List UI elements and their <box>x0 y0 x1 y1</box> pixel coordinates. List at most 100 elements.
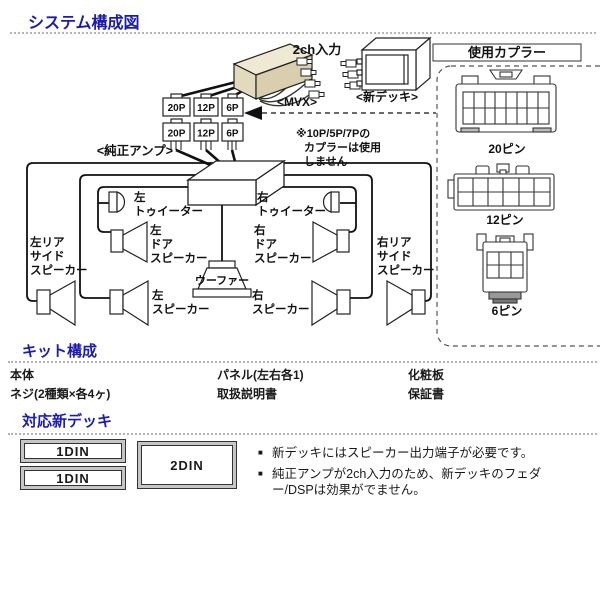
coupler-panel-title: 使用カプラー <box>467 45 546 60</box>
right-tweeter-label-1: 右 <box>256 190 269 204</box>
left-rear-side-label-3: スピーカー <box>30 264 88 277</box>
connector-label-12p-row2: 12P <box>197 129 215 140</box>
speaker-icons <box>36 191 426 327</box>
right-rear-side-speaker-icon <box>386 279 426 327</box>
deck-note-text: 新デッキにはスピーカー出力端子が必要です。 <box>272 446 534 460</box>
kit-item: 化粧板 <box>408 368 445 382</box>
woofer-icon <box>192 260 252 298</box>
diagram-labels: 2ch入力 <MVX> <新デッキ> <純正アンプ> ※10P/5P/7Pの カ… <box>29 42 435 316</box>
oem-amp-label: <純正アンプ> <box>97 143 173 158</box>
bullet-square-icon: ■ <box>258 469 263 478</box>
wire-left-speaker <box>79 174 230 299</box>
note-line2: カプラーは使用 <box>304 140 381 154</box>
coupler-pointer-arrow <box>244 106 436 120</box>
deck-note-text: 純正アンプが2ch入力のため、新デッキのフェダー/DSPは効果がでません。 <box>272 467 542 497</box>
coupler-panel-border <box>436 65 600 347</box>
kit-item: 保証書 <box>408 387 445 401</box>
deck-note-2: ■ 純正アンプが2ch入力のため、新デッキのフェダー/DSPは効果がでません。 <box>258 466 568 498</box>
connector-row2 <box>162 118 244 142</box>
left-door-label-3: スピーカー <box>150 252 208 265</box>
right-tweeter-icon <box>322 191 340 213</box>
rca-plugs-mvx <box>296 57 325 99</box>
left-rear-side-speaker-icon <box>36 279 76 327</box>
wire-left-front <box>97 186 230 233</box>
coupler-panel: 使用カプラー 20ピン 12ピン 6ピン <box>432 43 600 347</box>
right-door-label-2: ドア <box>254 238 277 251</box>
kit-item: 本体 <box>10 368 35 382</box>
left-tweeter-label-2: トゥイーター <box>134 204 203 218</box>
coupler-12pin-label: 12ピン <box>486 213 523 227</box>
note-line1: ※10P/5P/7Pの <box>296 127 370 140</box>
connector-label-12p-row1: 12P <box>197 103 215 114</box>
right-rear-side-label-2: サイド <box>377 250 412 263</box>
right-speaker-icon <box>311 279 351 327</box>
coupler-panel-title-box <box>432 43 582 62</box>
coupler-20pin-label: 20ピン <box>488 142 525 156</box>
oem-amp-unit <box>185 159 287 207</box>
coupler-6pin-drawing <box>476 233 534 304</box>
note-line3: しません <box>304 155 348 168</box>
din-label: 1DIN <box>24 470 122 486</box>
kit-title: キット構成 <box>22 343 98 360</box>
left-door-label-2: ドア <box>150 238 173 251</box>
deck-note-1: ■ 新デッキにはスピーカー出力端子が必要です。 <box>258 445 568 461</box>
right-speaker-label-2: スピーカー <box>252 303 310 316</box>
dotted-divider-system <box>10 32 596 34</box>
connector-row1 <box>162 93 244 117</box>
connector-label-20p-row1: 20P <box>168 103 186 114</box>
din-box-1din-bottom: 1DIN <box>20 466 126 490</box>
left-door-label-1: 左 <box>149 223 162 237</box>
bullet-square-icon: ■ <box>258 448 263 457</box>
din-label: 2DIN <box>141 445 233 485</box>
din-box-2din: 2DIN <box>137 441 237 489</box>
coupler-6pin-label: 6ピン <box>492 304 523 318</box>
mvx-unit <box>232 43 314 100</box>
speaker-wires <box>26 162 432 302</box>
connector-label-6p-row2: 6P <box>226 129 239 140</box>
system-diagram: 20P 12P 6P 20P 12P 6P 2ch入力 <MVX> <新デッキ>… <box>26 36 600 347</box>
left-door-speaker-icon <box>110 220 148 264</box>
coupler-12pin-drawing <box>447 163 555 211</box>
kit-column-1: 本体 ネジ(2種類×各4ヶ) <box>10 366 110 404</box>
wire-right-front <box>250 186 357 233</box>
kit-item: 取扱説明書 <box>217 387 278 401</box>
coupler-20pin-drawing <box>455 69 557 133</box>
rca-plugs-deck <box>340 59 362 90</box>
connector-label-6p-row1: 6P <box>226 103 239 114</box>
deck-notes: ■ 新デッキにはスピーカー出力端子が必要です。 ■ 純正アンプが2ch入力のため… <box>258 445 568 503</box>
left-rear-side-label-2: サイド <box>30 250 65 263</box>
right-rear-side-label-1: 右リア <box>376 235 412 249</box>
connector-row-labels: 20P 12P 6P 20P 12P 6P <box>168 103 239 140</box>
system-config-title: システム構成図 <box>28 15 140 32</box>
kit-item: パネル(左右各1) <box>217 368 304 382</box>
wire-right-rear-side <box>250 162 432 302</box>
mvx-label: <MVX> <box>277 95 317 109</box>
left-speaker-icon <box>109 279 149 327</box>
right-door-label-3: スピーカー <box>254 252 312 265</box>
kit-item: ネジ(2種類×各4ヶ) <box>10 387 111 401</box>
right-rear-side-label-3: スピーカー <box>377 264 435 277</box>
left-rear-side-label-1: 左リア <box>29 235 65 249</box>
connector-label-20p-row2: 20P <box>168 129 186 140</box>
din-box-1din-top: 1DIN <box>20 439 126 463</box>
left-speaker-label-1: 左 <box>151 288 164 302</box>
right-door-speaker-icon <box>312 220 350 264</box>
kit-column-2: パネル(左右各1) 取扱説明書 <box>217 366 304 404</box>
dotted-divider-deck <box>8 433 597 435</box>
wire-right-speaker <box>250 174 373 299</box>
right-speaker-label-1: 右 <box>251 288 264 302</box>
woofer-label: ウーファー <box>195 274 249 287</box>
dotted-divider-kit <box>8 361 597 363</box>
left-tweeter-icon <box>108 191 126 213</box>
din-label: 1DIN <box>24 443 122 459</box>
right-door-label-1: 右 <box>253 223 266 237</box>
deck-title: 対応新デッキ <box>22 413 113 430</box>
new-deck-label: <新デッキ> <box>356 89 418 104</box>
kit-column-3: 化粧板 保証書 <box>408 366 444 404</box>
new-deck-unit <box>356 36 432 92</box>
wire-left-rear-side <box>26 162 230 302</box>
right-tweeter-label-2: トゥイーター <box>257 204 326 218</box>
input-2ch-label: 2ch入力 <box>293 42 341 57</box>
left-tweeter-label-1: 左 <box>133 190 146 204</box>
